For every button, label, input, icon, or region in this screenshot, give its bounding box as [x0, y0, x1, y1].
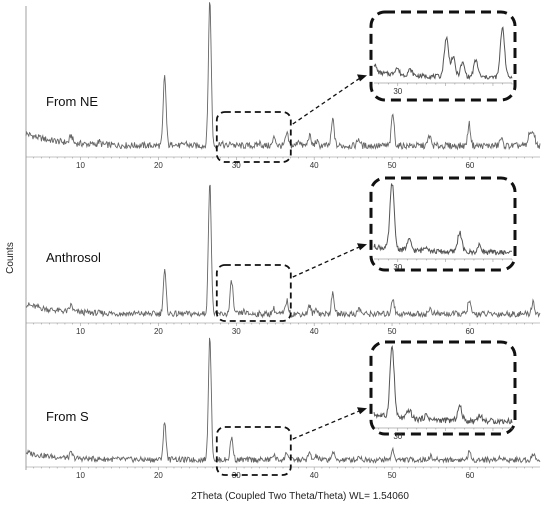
- zoom-region-box: [215, 426, 292, 476]
- x-axis-title: 2Theta (Coupled Two Theta/Theta) WL= 1.5…: [191, 491, 409, 502]
- diffractogram-trace: [25, 184, 541, 319]
- x-tick-label: 10: [76, 471, 85, 480]
- x-tick-label: 50: [388, 161, 397, 170]
- x-tick-label: 60: [465, 161, 474, 170]
- zoom-arrow-head: [357, 243, 367, 251]
- inset-frame: [369, 10, 517, 102]
- series-label: Anthrosol: [46, 250, 101, 265]
- inset-trace: [373, 26, 513, 81]
- series-label: From NE: [46, 94, 98, 109]
- x-tick-label: 10: [76, 327, 85, 336]
- panel-0: 10 20 30 40 50 60 From NE 30: [25, 2, 541, 170]
- x-tick-label: 20: [154, 327, 163, 336]
- diffractogram-trace: [25, 2, 541, 151]
- inset-frame: [369, 176, 517, 272]
- inset-tick-label: 30: [393, 263, 402, 272]
- x-tick-label: 40: [310, 161, 319, 170]
- x-tick-label: 30: [232, 327, 241, 336]
- x-tick-label: 20: [154, 161, 163, 170]
- x-tick-label: 50: [388, 327, 397, 336]
- panel-1: 10 20 30 40 50 60 Anthrosol 30: [25, 176, 541, 336]
- series-label: From S: [46, 409, 89, 424]
- x-tick-label: 40: [310, 471, 319, 480]
- y-axis-title: Counts: [5, 242, 16, 274]
- x-tick-label: 60: [465, 471, 474, 480]
- x-tick-label: 40: [310, 327, 319, 336]
- x-tick-label: 30: [232, 161, 241, 170]
- x-tick-label: 50: [388, 471, 397, 480]
- x-tick-label: 10: [76, 161, 85, 170]
- zoom-arrow-line: [292, 245, 362, 278]
- zoom-region-box: [215, 111, 292, 163]
- inset-tick-label: 30: [393, 87, 402, 96]
- inset-trace: [373, 183, 513, 256]
- zoom-arrow-line: [292, 409, 362, 440]
- zoom-arrow-head: [357, 74, 367, 82]
- zoom-region-box: [215, 264, 292, 322]
- inset-trace: [373, 345, 513, 426]
- inset-tick-label: 30: [393, 432, 402, 441]
- x-tick-label: 60: [465, 327, 474, 336]
- zoom-arrow-line: [292, 76, 362, 125]
- zoom-arrow-head: [357, 407, 367, 415]
- x-tick-label: 20: [154, 471, 163, 480]
- diffractogram-trace: [25, 337, 541, 465]
